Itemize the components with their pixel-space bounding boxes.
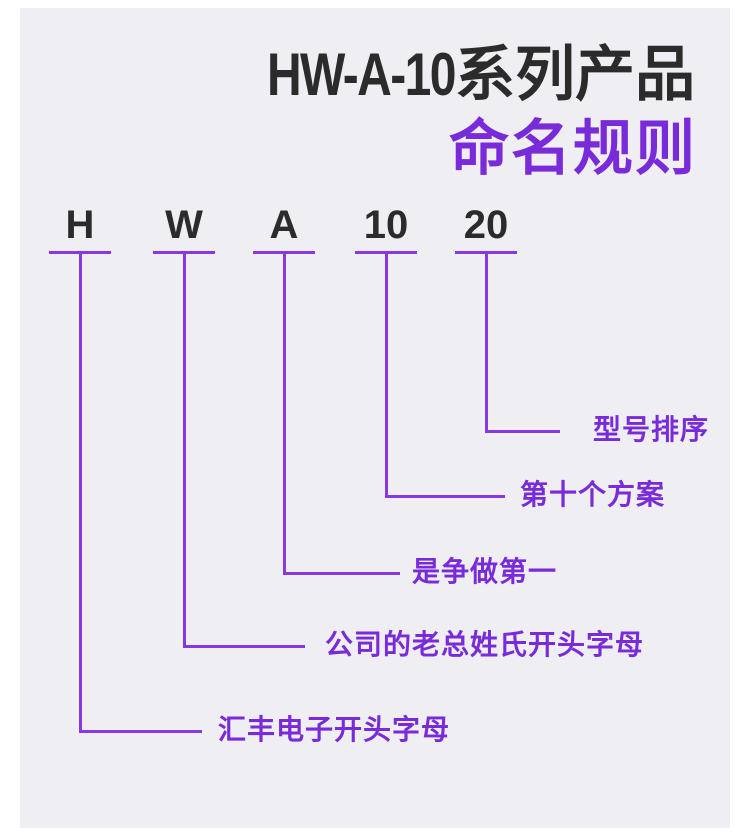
code-letter-h: H [65,203,95,247]
title-line1: HW-A-10系列产品 [220,44,695,106]
connector-vertical-line-h [79,251,82,733]
meaning-label-a: 是争做第一 [412,556,558,587]
title-line2: 命名规则 [449,115,697,182]
meaning-label-w: 公司的老总姓氏开头字母 [325,629,645,660]
connector-vertical-line-w [183,251,186,648]
connector-horizontal-line-10 [385,495,505,498]
connector-horizontal-line-a [283,572,400,575]
code-letter-w: W [165,203,203,247]
title-series-code: HW-A-10 [267,41,456,108]
page-title: HW-A-10系列产品 命名规则 [220,44,695,180]
connector-horizontal-line-w [183,645,305,648]
code-number-20: 20 [463,203,509,247]
connector-vertical-line-a [283,251,286,575]
background-panel [20,8,730,828]
code-letter-a: A [269,203,299,247]
code-number-10: 10 [363,203,409,247]
meaning-label-h: 汇丰电子开头字母 [218,714,451,745]
meaning-label-20: 型号排序 [593,414,710,445]
title-series-suffix: 系列产品 [455,41,695,108]
connector-vertical-line-20 [485,251,488,433]
connector-vertical-line-10 [385,251,388,498]
meaning-label-10: 第十个方案 [520,479,666,510]
connector-horizontal-line-h [79,730,202,733]
connector-horizontal-line-20 [485,430,560,433]
